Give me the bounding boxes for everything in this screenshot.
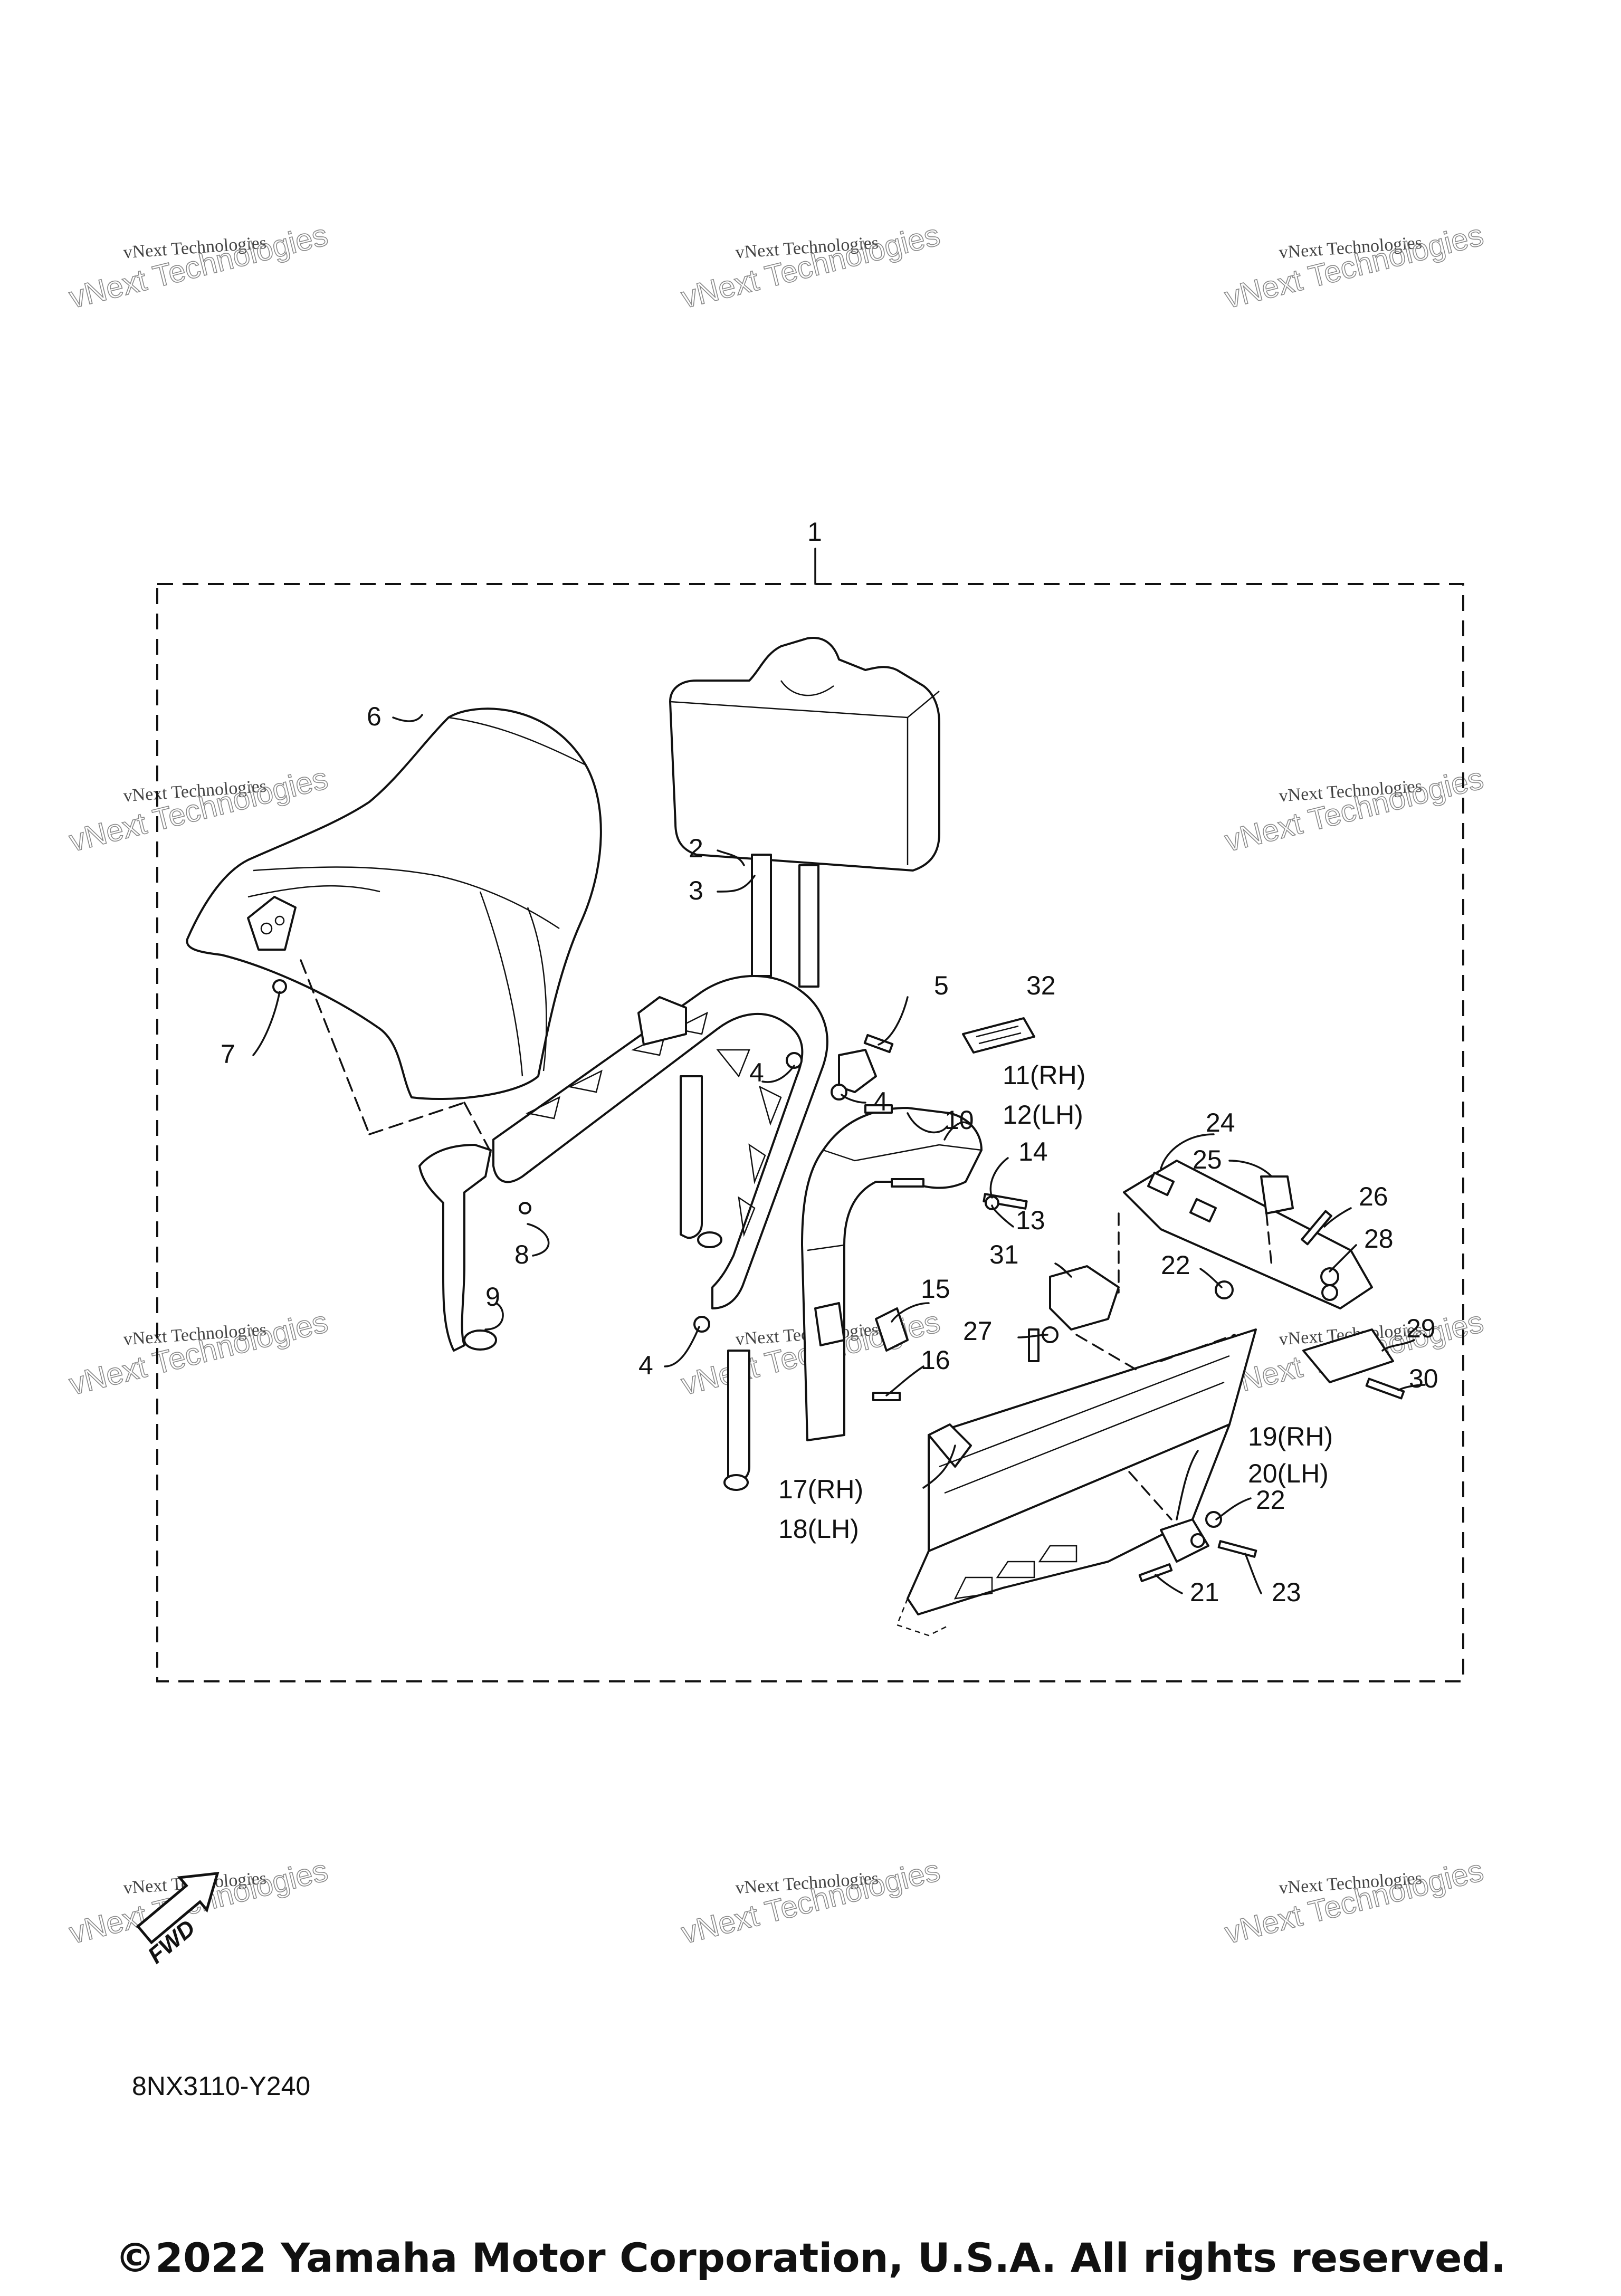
svg-text:vNext Technologies: vNext Technologies (678, 1853, 943, 1950)
leader-lines (252, 714, 1426, 1594)
hardware (272, 979, 1028, 1401)
callout-23: 23 (1272, 1577, 1301, 1607)
seat-mount-line (300, 959, 370, 1135)
watermark: vNext Technologies vNext Technologies (678, 217, 943, 315)
svg-text:vNext Technologies: vNext Technologies (678, 217, 943, 314)
mount-line (1265, 1212, 1273, 1267)
callout-7: 7 (221, 1039, 235, 1069)
callout-1: 1 (807, 517, 822, 547)
watermark: vNext Technologies vNext Technologies (1221, 761, 1487, 859)
callout-29: 29 (1406, 1314, 1436, 1343)
callout-32: 32 (1026, 971, 1056, 1000)
callout-25: 25 (1193, 1145, 1222, 1174)
mount-line (1128, 1471, 1172, 1520)
callout-19: 19(RH) (1248, 1422, 1333, 1451)
callout-16: 16 (921, 1345, 950, 1375)
callout-31: 31 (989, 1240, 1019, 1269)
callout-26: 26 (1359, 1182, 1388, 1211)
watermarks: vNext Technologies vNext Technologies vN… (65, 217, 1487, 1951)
callout-8: 8 (514, 1240, 529, 1269)
watermark: vNext Technologies vNext Technologies (65, 217, 331, 315)
callout-20: 20(LH) (1248, 1459, 1329, 1488)
svg-text:vNext Technologies: vNext Technologies (1222, 1853, 1487, 1950)
assembly-boundary (156, 583, 1464, 1682)
svg-text:vNext Technologies: vNext Technologies (66, 217, 331, 314)
mount-line (1075, 1334, 1141, 1373)
svg-text:vNext Technologies: vNext Technologies (66, 1304, 331, 1401)
backrest-frame (418, 975, 983, 1491)
bracket-19-20 (1138, 1511, 1257, 1582)
copyright-notice: ©2022 Yamaha Motor Corporation, U.S.A. A… (115, 2234, 1506, 2281)
callout-6: 6 (367, 702, 382, 731)
seat-mount-line (368, 1102, 465, 1135)
callouts: 1 6 2 3 7 4 5 32 4 11(RH) 12(LH) 10 14 1… (221, 517, 1438, 1607)
callout-10: 10 (945, 1105, 974, 1135)
label-plate (962, 1017, 1035, 1054)
carrier-bracket (1123, 1160, 1405, 1400)
mount-line (1160, 1334, 1236, 1362)
callout-13: 13 (1016, 1206, 1045, 1235)
callout-18: 18(LH) (778, 1514, 859, 1544)
callout-2: 2 (689, 834, 703, 863)
watermark: vNext Technologies vNext Technologies (65, 1304, 331, 1402)
callout-12: 12(LH) (1003, 1100, 1083, 1130)
callout-11: 11(RH) (1003, 1060, 1085, 1090)
svg-text:vNext Technologies: vNext Technologies (1222, 217, 1487, 314)
callout-21: 21 (1190, 1577, 1219, 1607)
callout-17: 17(RH) (778, 1475, 863, 1504)
callout-3: 3 (689, 876, 703, 905)
watermark: vNext Technologies vNext Technologies (1221, 217, 1487, 315)
bracket-31 (1028, 1265, 1120, 1362)
callout-28: 28 (1364, 1224, 1394, 1254)
backrest-posts (751, 854, 819, 988)
callout-22a: 22 (1161, 1250, 1190, 1280)
callout-15: 15 (921, 1274, 950, 1304)
callout-30: 30 (1409, 1364, 1438, 1393)
callout-5: 5 (934, 971, 949, 1000)
watermark: vNext Technologies vNext Technologies (1221, 1853, 1487, 1951)
callout-14: 14 (1018, 1137, 1048, 1166)
callout-4a: 4 (749, 1058, 764, 1087)
watermark: vNext Technologies vNext Technologies (678, 1853, 943, 1951)
callout-9: 9 (485, 1282, 500, 1312)
seat (186, 707, 602, 1101)
callout-4c: 4 (638, 1351, 653, 1380)
document-code: 8NX3110-Y240 (132, 2071, 311, 2101)
callout-27: 27 (963, 1316, 993, 1346)
running-board (896, 1328, 1257, 1637)
callout-24: 24 (1206, 1108, 1235, 1137)
svg-text:vNext Technologies: vNext Technologies (1222, 761, 1487, 858)
callout-4b: 4 (873, 1087, 888, 1116)
callout-22b: 22 (1256, 1485, 1285, 1515)
backrest-pad (669, 637, 940, 872)
